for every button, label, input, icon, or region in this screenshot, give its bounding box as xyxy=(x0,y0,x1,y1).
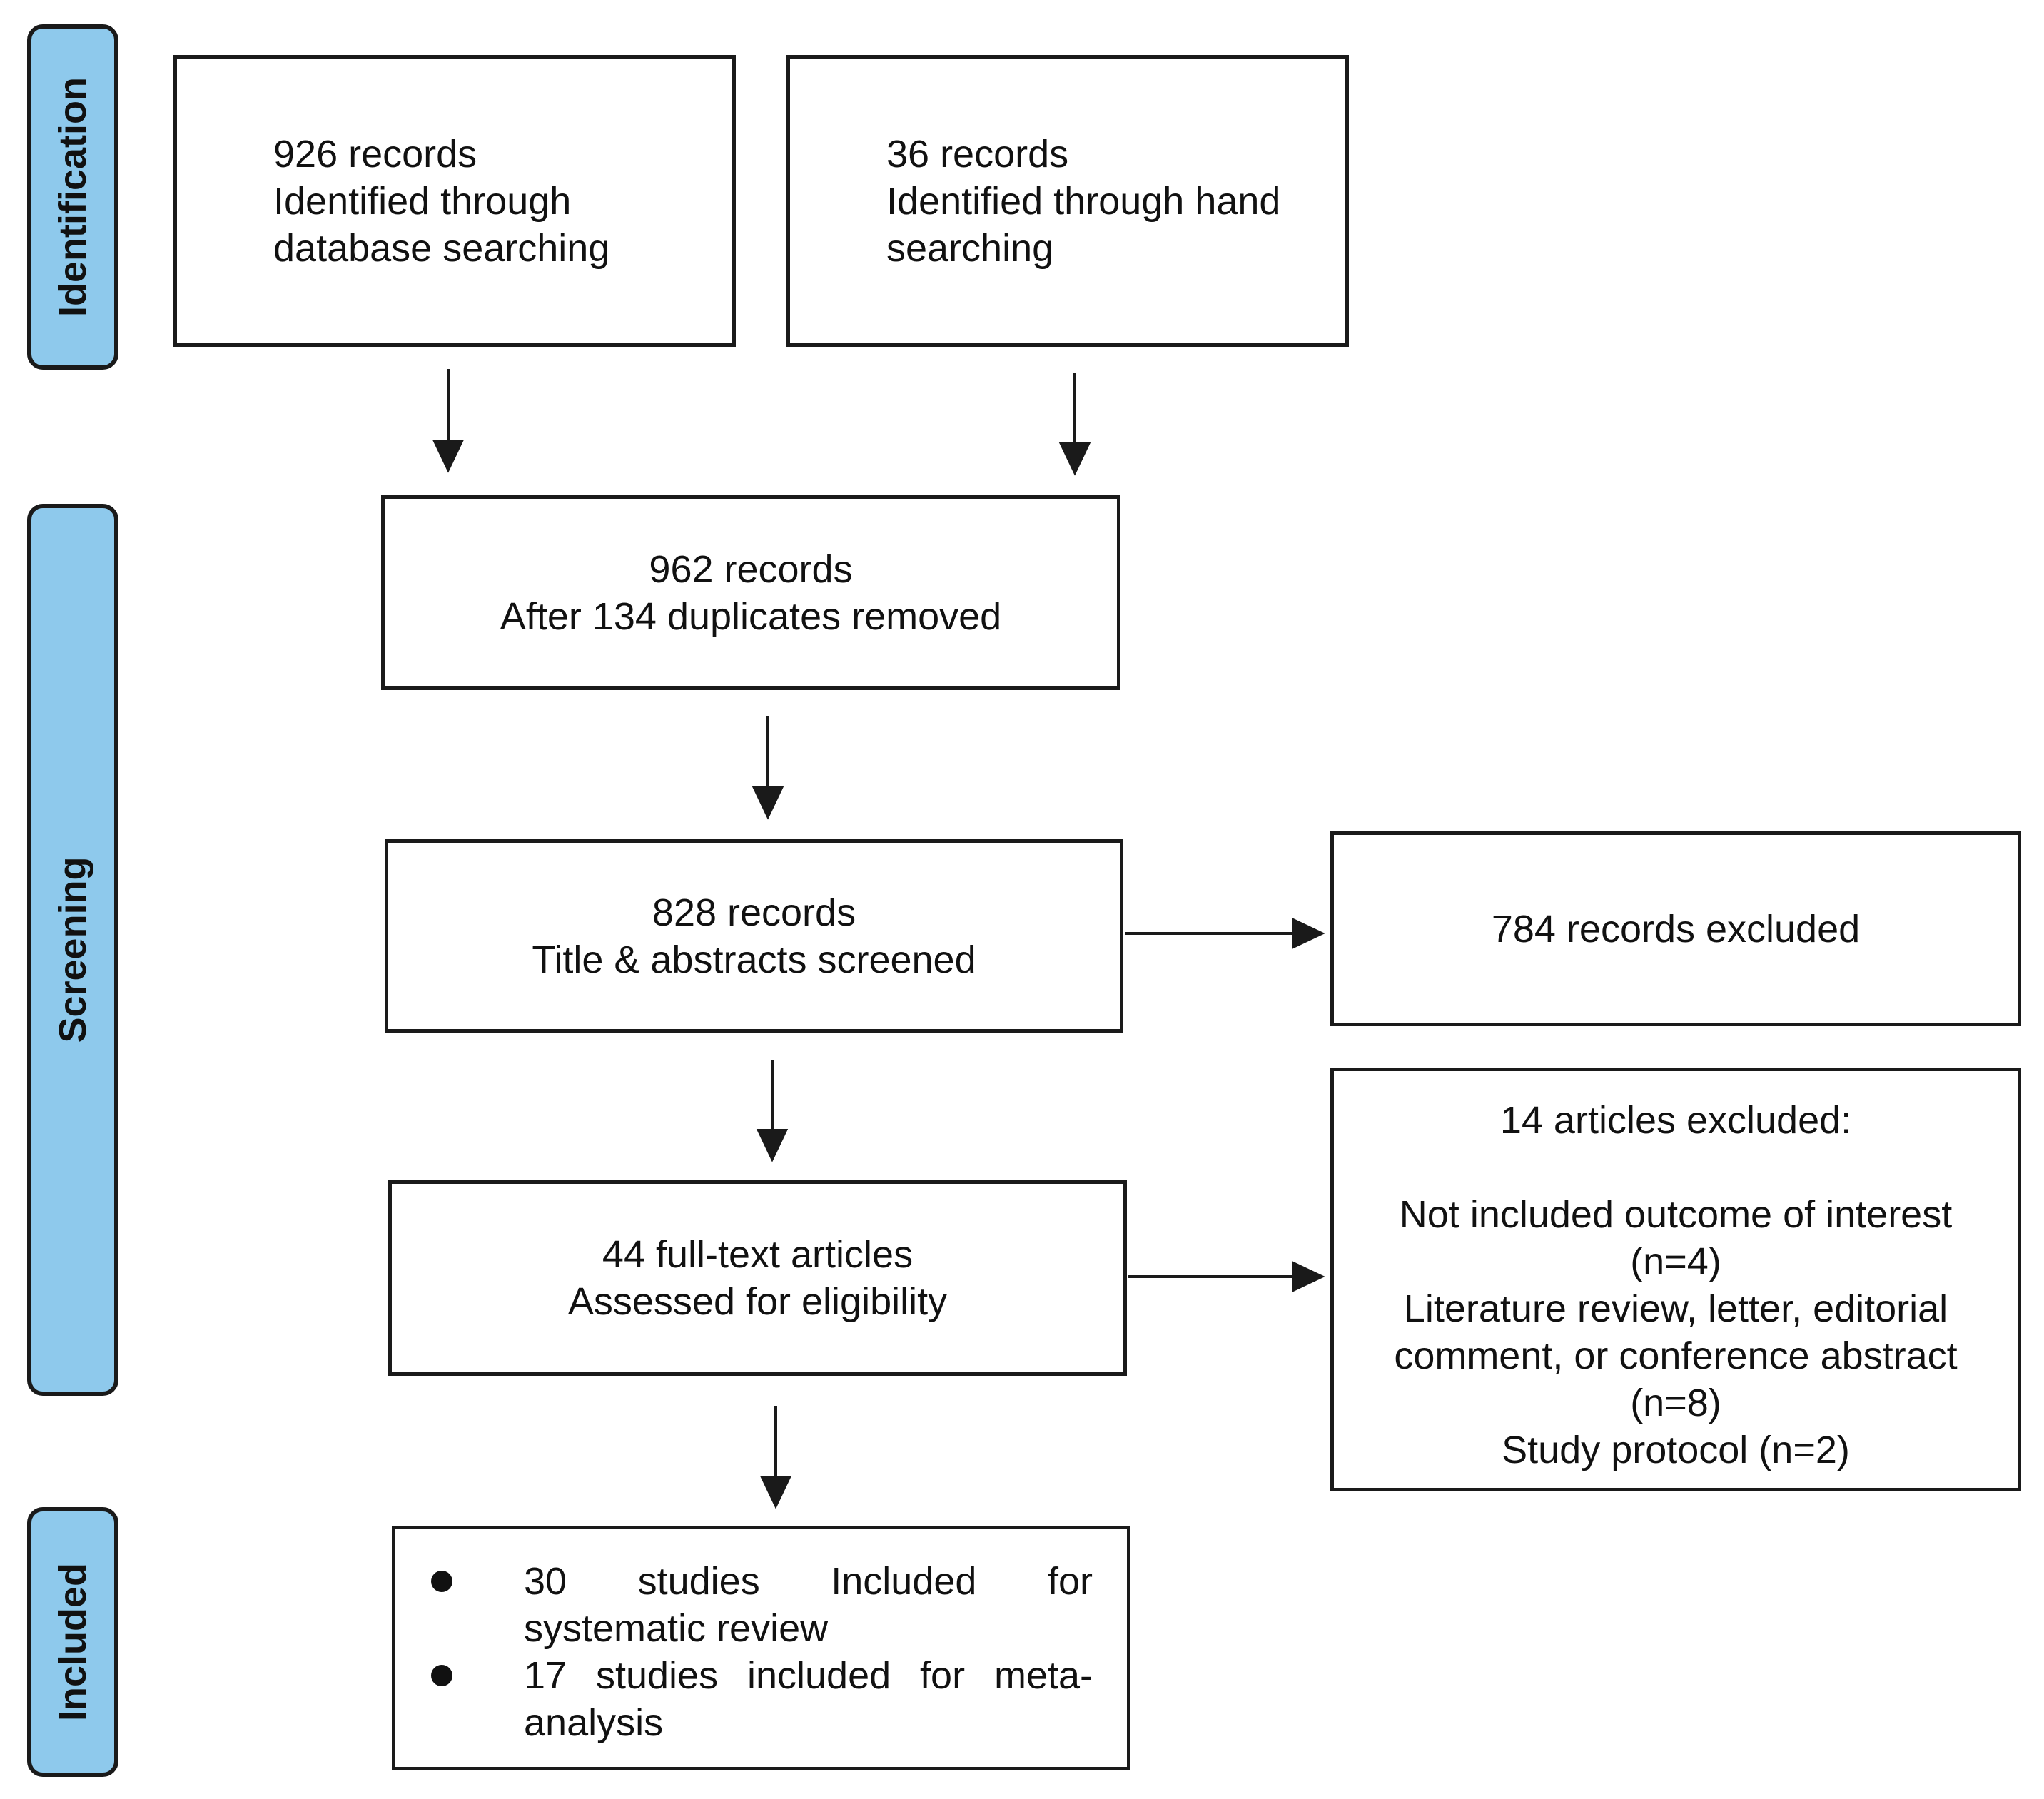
screened-note: Title & abstracts screened xyxy=(532,938,976,981)
included-item: 17 studies included for meta-analysis xyxy=(431,1652,1093,1746)
exclusion-reason: (n=8) xyxy=(1630,1382,1721,1424)
database-records-count: 926 records xyxy=(273,132,477,176)
stage-included: Included xyxy=(27,1507,118,1777)
arrow-screened-to-fulltext-head xyxy=(756,1129,789,1162)
screened-box: 828 records Title & abstracts screened xyxy=(385,839,1123,1033)
bullet-icon xyxy=(431,1571,452,1592)
stage-screening: Screening xyxy=(27,504,118,1396)
included-item-text: 17 studies included for meta-analysis xyxy=(524,1654,1093,1744)
screened-count: 828 records xyxy=(652,891,856,934)
included-studies-box: 30 studies Included for systematic revie… xyxy=(392,1526,1130,1770)
database-records-line3: database searching xyxy=(273,226,610,270)
articles-excluded-box: 14 articles excluded: Not included outco… xyxy=(1330,1068,2021,1491)
arrow-hand-to-dedup-head xyxy=(1058,442,1091,476)
arrow-fulltext-to-excluded-head xyxy=(1292,1260,1325,1293)
exclusion-reason: comment, or conference abstract xyxy=(1394,1334,1958,1377)
hand-records-line2: Identified through hand xyxy=(886,179,1281,223)
deduplicated-note: After 134 duplicates removed xyxy=(500,594,1002,638)
hand-search-box: 36 records Identified through hand searc… xyxy=(786,55,1349,347)
exclusion-reason: Literature review, letter, editorial xyxy=(1403,1287,1948,1330)
full-text-count: 44 full-text articles xyxy=(602,1233,914,1276)
deduplicated-count: 962 records xyxy=(649,547,853,591)
articles-excluded-title: 14 articles excluded: xyxy=(1499,1099,1852,1142)
database-records-line2: Identified through xyxy=(273,179,572,223)
arrow-database-to-dedup-head xyxy=(432,440,465,473)
arrow-screened-to-excluded-head xyxy=(1292,917,1325,950)
database-search-box: 926 records Identified through database … xyxy=(173,55,736,347)
exclusion-reason: (n=4) xyxy=(1630,1240,1721,1283)
exclusion-reason: Not included outcome of interest xyxy=(1399,1193,1953,1236)
arrow-dedup-to-screened-head xyxy=(752,786,784,820)
full-text-box: 44 full-text articles Assessed for eligi… xyxy=(388,1180,1127,1376)
deduplicated-box: 962 records After 134 duplicates removed xyxy=(381,495,1120,690)
exclusion-reason: Study protocol (n=2) xyxy=(1502,1429,1850,1471)
bullet-icon xyxy=(431,1665,452,1686)
stage-identification: Identification xyxy=(27,24,118,370)
records-excluded-text: 784 records excluded xyxy=(1491,907,1861,951)
included-item-text: 30 studies Included for systematic revie… xyxy=(524,1560,1093,1650)
hand-records-count: 36 records xyxy=(886,132,1069,176)
included-item: 30 studies Included for systematic revie… xyxy=(431,1558,1093,1652)
full-text-note: Assessed for eligibility xyxy=(567,1280,948,1323)
records-excluded-box: 784 records excluded xyxy=(1330,831,2021,1026)
arrow-fulltext-to-included-head xyxy=(759,1476,792,1509)
hand-records-line3: searching xyxy=(886,226,1054,270)
